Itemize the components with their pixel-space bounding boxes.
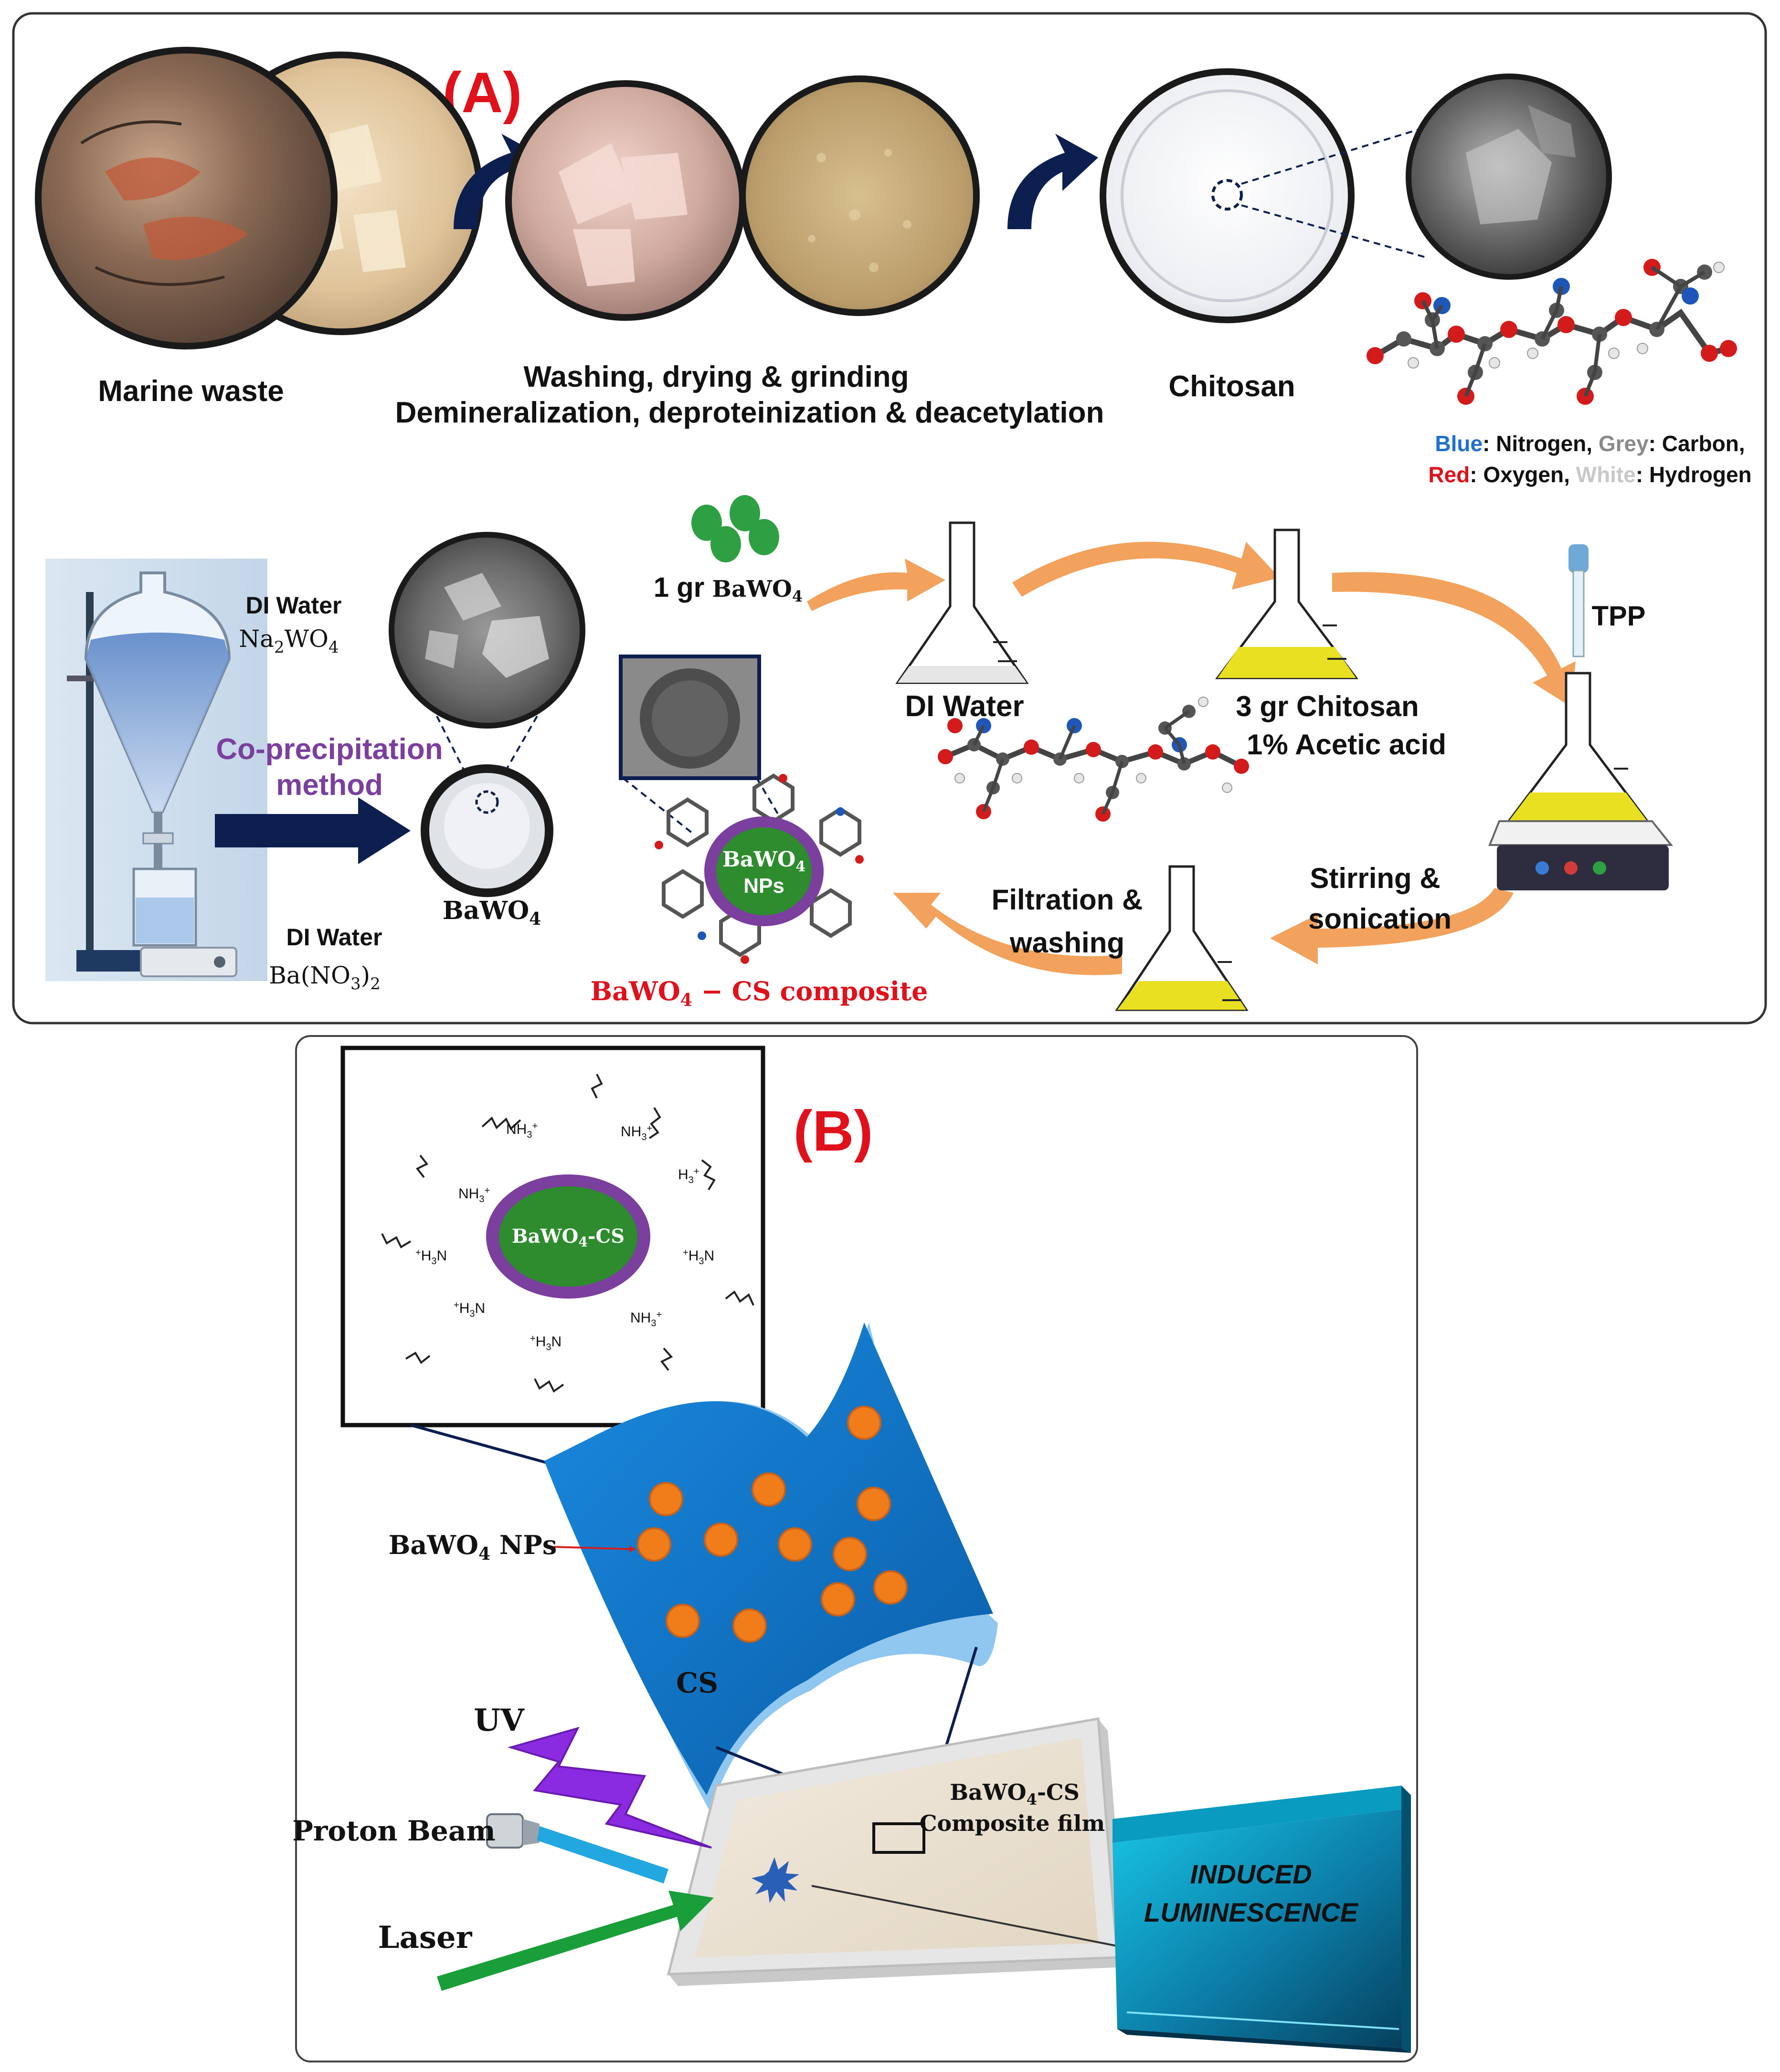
process-line-1: Washing, drying & grinding xyxy=(523,360,909,393)
svg-text:H3+: H3+ xyxy=(678,1166,699,1185)
luminescence-label-2: LUMINESCENCE xyxy=(1144,1897,1359,1927)
di-water-bottom-label: DI Water xyxy=(286,924,382,951)
process-arrows-orange xyxy=(807,541,1576,975)
tpp-label: TPP xyxy=(1592,601,1646,632)
one-gram-bawo4-label: 1 gr BaWO4 xyxy=(654,572,803,605)
uv-label: UV xyxy=(474,1702,525,1738)
svg-text:+H3N: +H3N xyxy=(454,1300,485,1319)
stirring-label-2: sonication xyxy=(1308,903,1452,935)
filtration-label-2: washing xyxy=(1009,927,1124,959)
composite-particle xyxy=(655,773,864,964)
cs-polymer-sheet xyxy=(544,1322,998,1814)
svg-text:NH3+: NH3+ xyxy=(621,1123,652,1142)
flask-di-water xyxy=(895,521,1029,684)
film-label-2: Composite film xyxy=(920,1810,1105,1836)
svg-text:+H3N: +H3N xyxy=(683,1247,714,1267)
coprecipitation-arrow xyxy=(215,797,411,864)
chitosan-molecule-middle xyxy=(938,697,1249,822)
atom-legend-line-1: Blue: Nitrogen, Grey: Carbon, xyxy=(1435,431,1745,456)
panel-b-label: (B) xyxy=(794,1099,873,1163)
three-gram-chitosan-label: 3 gr Chitosan xyxy=(1236,690,1419,722)
bano3-label: Ba(NO3)2 xyxy=(269,962,381,994)
np-core-label-1: BaWO4 xyxy=(722,847,805,875)
film-label-1: BaWO4-CS xyxy=(950,1779,1080,1808)
coprecipitation-apparatus xyxy=(45,559,267,981)
composite-film xyxy=(667,1717,1127,1986)
flask-filtration xyxy=(1115,865,1249,1011)
svg-text:NH3+: NH3+ xyxy=(458,1185,490,1205)
svg-text:+H3N: +H3N xyxy=(530,1333,562,1353)
chitosan-molecule-top xyxy=(1367,259,1737,405)
proton-beam-label: Proton Beam xyxy=(292,1815,496,1847)
inset-amine-groups: NH3+ NH3+ NH3+ H3+ +H3N +H3N +H3N +H3N N… xyxy=(415,1121,714,1353)
bawo4-dish xyxy=(421,764,553,897)
flask-di-water-label: DI Water xyxy=(905,690,1024,723)
nps-pointer xyxy=(553,1545,636,1553)
proton-beam-ray xyxy=(537,1826,668,1883)
flask-chitosan-solution xyxy=(1215,529,1358,679)
composite-tem-image xyxy=(619,655,789,834)
uv-radiation-icon xyxy=(507,1726,712,1849)
luminescence-label-1: INDUCED xyxy=(1190,1859,1312,1889)
stirring-label-1: Stirring & xyxy=(1310,862,1440,894)
filtration-label-1: Filtration & xyxy=(992,884,1143,916)
hot-plate-stirrer xyxy=(1488,820,1674,890)
svg-text:NH3+: NH3+ xyxy=(630,1310,662,1329)
bawo4-nps-label: BaWO4 NPs xyxy=(389,1530,557,1564)
ground-powder-photo xyxy=(739,75,980,316)
inset-particle-core xyxy=(499,1186,637,1287)
na2wo4-label: Na2WO4 xyxy=(239,625,339,657)
np-core-label-2: NPs xyxy=(743,874,784,898)
bawo4-particles-green xyxy=(691,495,779,562)
bawo4-sem-image xyxy=(389,532,585,779)
coprecipitation-label-2: method xyxy=(276,769,383,802)
proton-beam-source-icon xyxy=(486,1813,540,1849)
chitosan-photo xyxy=(1100,68,1428,323)
coprecipitation-label-1: Co-precipitation xyxy=(216,733,443,766)
svg-text:+H3N: +H3N xyxy=(415,1247,447,1267)
luminescence-glass-block xyxy=(1112,1786,1411,2053)
chitosan-label: Chitosan xyxy=(1168,370,1295,403)
inset-core-label: BaWO4-CS xyxy=(512,1225,625,1250)
svg-text:NH3+: NH3+ xyxy=(506,1121,538,1140)
bawo4-label: BaWO4 xyxy=(443,896,541,929)
acetic-acid-label: 1% Acetic acid xyxy=(1247,729,1446,761)
emission-arrow xyxy=(811,1885,1128,1951)
luminescence-spark xyxy=(752,1857,799,1903)
cs-label: CS xyxy=(676,1667,718,1699)
laser-ray xyxy=(437,1891,714,1991)
bawo4-nanoparticles xyxy=(637,1406,908,1643)
marine-waste-label: Marine waste xyxy=(98,375,284,408)
laser-label: Laser xyxy=(378,1920,473,1956)
di-water-top-label: DI Water xyxy=(246,592,342,619)
composite-label: BaWO4 − CS composite xyxy=(590,976,928,1010)
washed-shells-photo xyxy=(505,80,746,321)
process-line-2: Demineralization, deproteinization & dea… xyxy=(395,396,1104,429)
curved-arrow-2 xyxy=(1007,134,1098,229)
atom-legend-line-2: Red: Oxygen, White: Hydrogen xyxy=(1428,462,1751,487)
inset-polymer-chains xyxy=(381,1074,754,1393)
marine-waste-photo xyxy=(35,47,483,349)
chitosan-sem-image xyxy=(1406,74,1612,280)
